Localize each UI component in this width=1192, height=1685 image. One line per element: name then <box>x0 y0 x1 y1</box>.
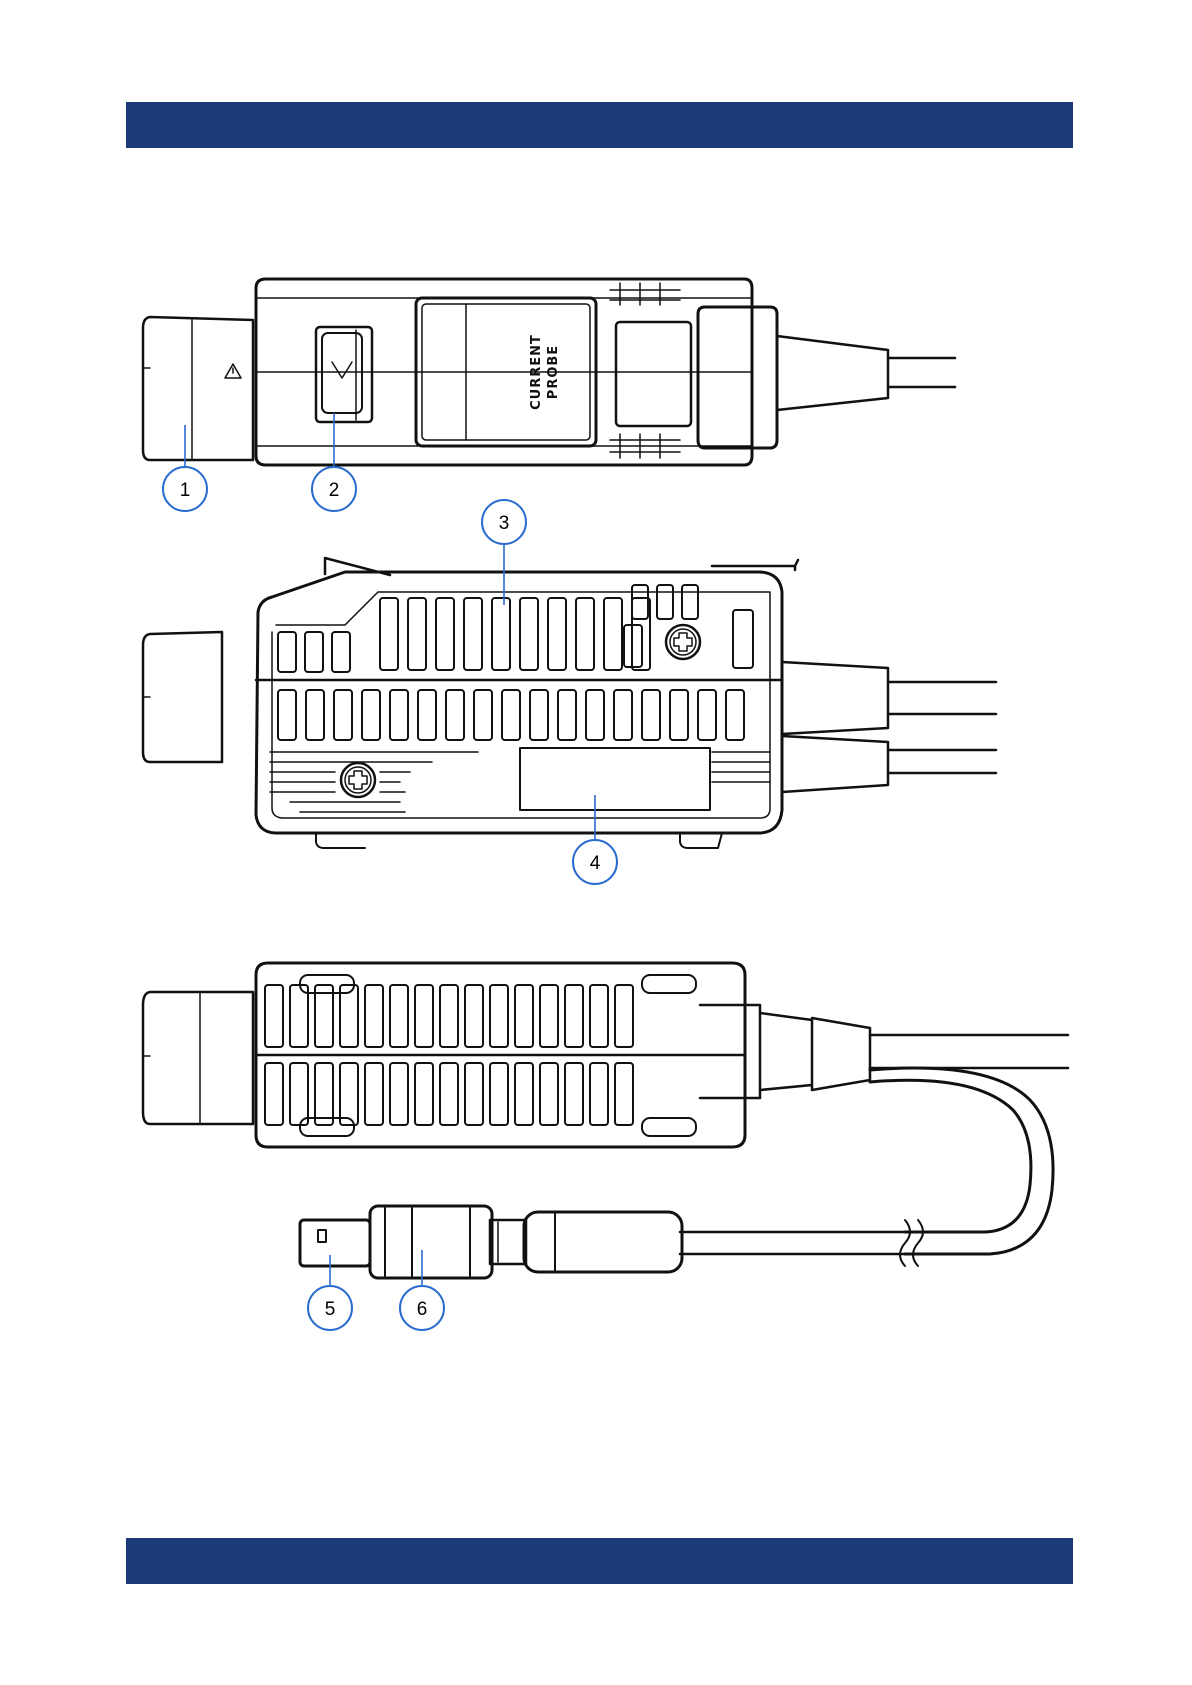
vent-slot <box>465 985 483 1047</box>
callout-3: 3 <box>482 500 526 544</box>
vent-slot <box>340 1063 358 1125</box>
callout-number: 4 <box>590 853 601 874</box>
vent-slot <box>548 598 566 670</box>
callout-6: 6 <box>400 1286 444 1330</box>
vent-slot <box>315 985 333 1047</box>
vent-slot <box>540 1063 558 1125</box>
vent-slot <box>726 690 744 740</box>
vent-slot <box>642 975 696 993</box>
vent-slot <box>586 690 604 740</box>
callout-1: 1 <box>163 467 207 511</box>
callout-4: 4 <box>573 840 617 884</box>
vent-slot <box>565 1063 583 1125</box>
vent-slot <box>733 610 753 668</box>
vent-slot <box>265 985 283 1047</box>
vent-slot <box>465 1063 483 1125</box>
vent-slot <box>305 632 323 672</box>
vent-slot <box>390 1063 408 1125</box>
vent-slot <box>390 690 408 740</box>
vent-slot <box>632 585 648 619</box>
vent-slot <box>380 598 398 670</box>
vent-slot <box>365 985 383 1047</box>
vent-slot <box>670 690 688 740</box>
vent-slot <box>540 985 558 1047</box>
callout-5: 5 <box>308 1286 352 1330</box>
jaw-side <box>143 632 222 762</box>
cable-boot <box>524 1212 682 1272</box>
vent-slot <box>530 690 548 740</box>
vent-slot <box>464 598 482 670</box>
vent-slot <box>278 690 296 740</box>
vent-slot <box>315 1063 333 1125</box>
probe-label-line2: PROBE <box>546 345 561 399</box>
vent-slot <box>590 985 608 1047</box>
vent-slot <box>408 598 426 670</box>
probe-bottom-view <box>143 963 1068 1278</box>
vent-slot <box>590 1063 608 1125</box>
vent-slot <box>340 985 358 1047</box>
type-label <box>520 748 710 810</box>
strain-relief-top <box>698 307 777 448</box>
vent-slot <box>362 690 380 740</box>
screw-icon <box>341 763 375 797</box>
callout-number: 1 <box>180 480 191 501</box>
jaw-bottom <box>143 992 253 1124</box>
vent-slot <box>515 1063 533 1125</box>
vent-slot <box>265 1063 283 1125</box>
vent-slot <box>642 1118 696 1136</box>
vent-slot <box>682 585 698 619</box>
vent-slot <box>418 690 436 740</box>
vent-slot <box>698 690 716 740</box>
probe-side-view <box>143 558 798 848</box>
vent-slot <box>332 632 350 672</box>
vent-slot <box>440 985 458 1047</box>
vent-slot <box>415 1063 433 1125</box>
vent-slot <box>436 598 454 670</box>
callout-2: 2 <box>312 467 356 511</box>
jaw-top <box>143 317 253 460</box>
callout-number: 2 <box>329 480 340 501</box>
vent-slot <box>642 690 660 740</box>
vent-slot <box>615 985 633 1047</box>
connector-plug <box>300 1220 370 1266</box>
vent-slot <box>446 690 464 740</box>
vent-slot <box>290 1063 308 1125</box>
locking-ring <box>370 1206 492 1278</box>
vent-slot <box>306 690 324 740</box>
vent-slot <box>502 690 520 740</box>
vent-slot <box>520 598 538 670</box>
vent-slot <box>657 585 673 619</box>
callout-number: 5 <box>325 1299 336 1320</box>
vent-slot <box>558 690 576 740</box>
vent-slot <box>492 598 510 670</box>
vent-slot <box>604 598 622 670</box>
vent-slot <box>474 690 492 740</box>
vent-slot <box>365 1063 383 1125</box>
vent-slot <box>440 1063 458 1125</box>
callout-number: 3 <box>499 513 510 534</box>
vent-slot <box>390 985 408 1047</box>
vent-slot <box>490 985 508 1047</box>
vent-slot <box>278 632 296 672</box>
vent-slot <box>614 690 632 740</box>
vent-slot <box>615 1063 633 1125</box>
screw-icon <box>666 625 700 659</box>
vent-slot <box>334 690 352 740</box>
vent-slot <box>490 1063 508 1125</box>
probe-label-line1: CURRENT <box>529 334 544 410</box>
vent-slot <box>415 985 433 1047</box>
vent-slot <box>565 985 583 1047</box>
vent-slot <box>290 985 308 1047</box>
vent-slots-side <box>278 585 753 740</box>
vent-slot <box>576 598 594 670</box>
vent-slot <box>515 985 533 1047</box>
callout-number: 6 <box>417 1299 428 1320</box>
